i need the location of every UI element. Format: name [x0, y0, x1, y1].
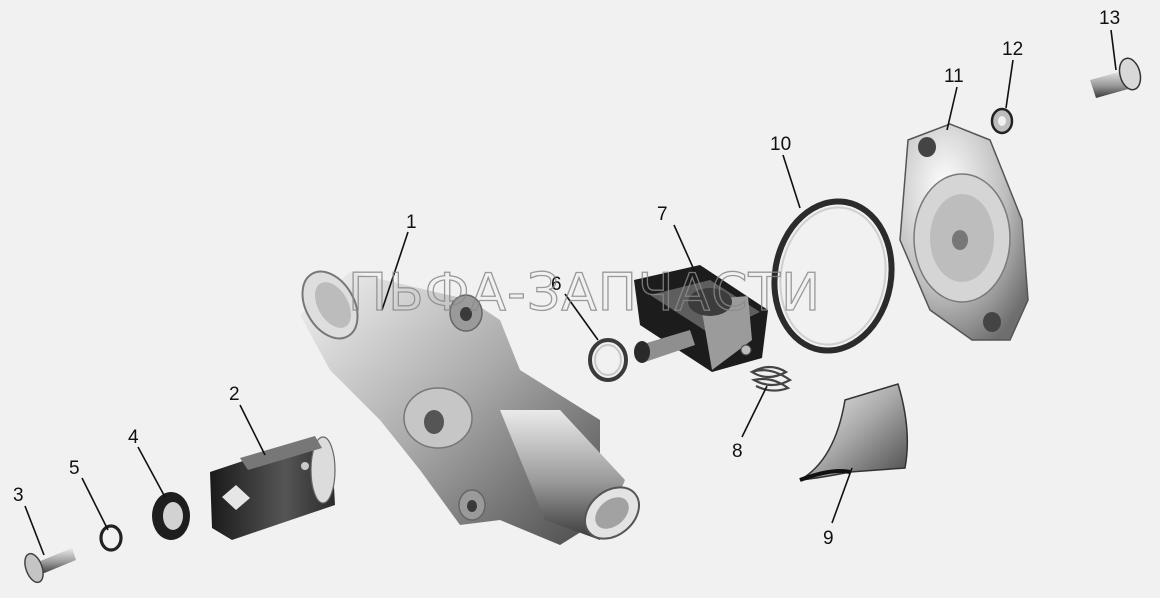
- callout-11: 11: [944, 66, 964, 87]
- callout-5: 5: [69, 458, 80, 479]
- curved-plate: [799, 383, 909, 482]
- callout-7: 7: [657, 204, 668, 225]
- callout-13: 13: [1099, 8, 1120, 29]
- leader-line-13: [1110, 29, 1117, 71]
- washer: [152, 492, 190, 540]
- leader-line-4: [137, 446, 166, 498]
- leader-line-9: [831, 467, 853, 524]
- spring: [749, 365, 793, 392]
- callout-2: 2: [229, 384, 240, 405]
- bolt: [1090, 57, 1142, 98]
- washer-small: [990, 107, 1014, 135]
- leader-line-8: [741, 385, 768, 438]
- o-ring-large: [771, 198, 895, 354]
- callout-10: 10: [770, 134, 791, 155]
- leader-line-2: [239, 404, 266, 456]
- leader-line-3: [24, 505, 45, 556]
- leader-line-11: [946, 86, 958, 131]
- callout-3: 3: [13, 485, 24, 506]
- leader-line-7: [673, 224, 696, 273]
- o-ring-small: [588, 338, 628, 382]
- thermostat-housing: [300, 270, 640, 545]
- leader-lines: [24, 29, 1117, 556]
- leader-line-1: [381, 231, 409, 311]
- callout-labels: 1 2 3 4 5 6 7 8 9 10 11 12 13: [13, 8, 1120, 549]
- pin: [24, 548, 76, 584]
- valve-sleeve: [210, 436, 336, 540]
- retaining-ring-small: [99, 524, 123, 552]
- leader-line-10: [782, 154, 801, 209]
- watermark-text: ПЬФА-ЗАПЧАСТИ: [348, 263, 821, 323]
- callout-12: 12: [1002, 39, 1023, 60]
- callout-6: 6: [551, 274, 562, 295]
- leader-line-12: [1005, 59, 1014, 109]
- callout-9: 9: [823, 528, 834, 549]
- callout-4: 4: [128, 427, 139, 448]
- leader-line-6: [564, 293, 599, 341]
- leader-line-5: [81, 477, 109, 531]
- thermostat-element: [634, 265, 768, 372]
- callout-1: 1: [406, 212, 417, 233]
- housing-cover: [899, 123, 1029, 341]
- callout-8: 8: [732, 441, 743, 462]
